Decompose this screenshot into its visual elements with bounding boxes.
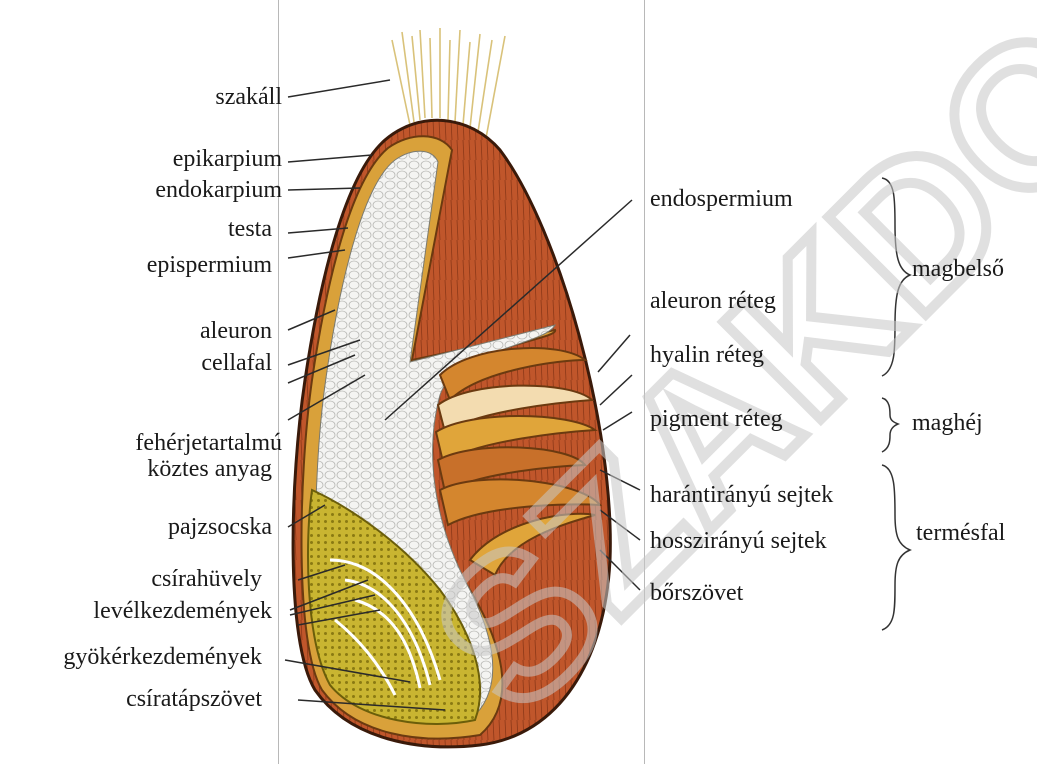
- group-termesfal: termésfal: [916, 520, 1005, 546]
- label-endokarpium: endokarpium: [155, 177, 282, 203]
- label-aleuron-reteg: aleuron réteg: [650, 288, 776, 314]
- group-magbelso: magbelső: [912, 256, 1004, 282]
- label-borszovet: bőrszövet: [650, 580, 743, 606]
- label-epikarpium: epikarpium: [173, 146, 282, 172]
- label-cellafal: cellafal: [201, 350, 272, 376]
- label-szakall: szakáll: [215, 84, 282, 110]
- label-pigment-reteg: pigment réteg: [650, 406, 783, 432]
- label-hossziranyu-sejtek: hosszirányú sejtek: [650, 528, 827, 554]
- label-feherjetartalmu: fehérjetartalmú: [135, 430, 282, 456]
- label-levelkezdemenyek: levélkezdemények: [93, 598, 272, 624]
- label-pajzsocska: pajzsocska: [168, 514, 272, 540]
- label-csiratapszovet: csíratápszövet: [126, 686, 262, 712]
- label-aleuron: aleuron: [200, 318, 272, 344]
- label-harantiranyu-sejtek: harántirányú sejtek: [650, 482, 833, 508]
- label-testa: testa: [228, 216, 272, 242]
- label-koztes-anyag: köztes anyag: [147, 456, 272, 482]
- label-endospermium: endospermium: [650, 186, 793, 212]
- label-epispermium: epispermium: [147, 252, 272, 278]
- label-csirahuvely: csírahüvely: [151, 566, 262, 592]
- group-maghej: maghéj: [912, 410, 983, 436]
- label-hyalin-reteg: hyalin réteg: [650, 342, 764, 368]
- label-gyokerkezdemenyek: gyökérkezdemények: [63, 644, 262, 670]
